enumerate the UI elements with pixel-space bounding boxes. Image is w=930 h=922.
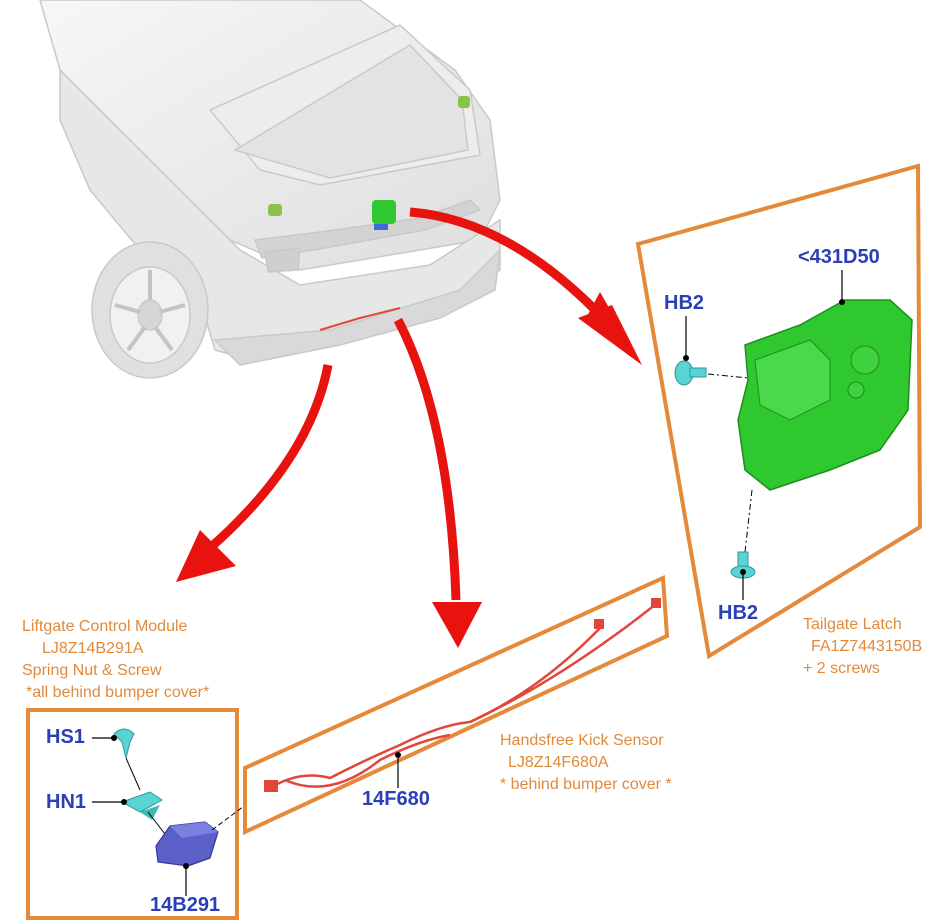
- latch-screw-bottom-dot: [740, 569, 746, 575]
- latch-screw-left-axis: [707, 373, 749, 379]
- latch-description: Tailgate Latch FA1Z7443150B + 2 screws: [803, 614, 922, 680]
- module-screw-dot: [111, 735, 117, 741]
- arrow-to-module: [176, 364, 333, 582]
- sensor-description: Handsfree Kick Sensor LJ8Z14F680A * behi…: [500, 730, 672, 796]
- module-nut-dot: [121, 799, 127, 805]
- latch-screw-left: [674, 360, 707, 386]
- module-part-number-callout: 14B291: [150, 894, 221, 916]
- module-screw-callout: HS1: [46, 726, 85, 748]
- module-nut-part: [120, 791, 163, 820]
- module-description: Liftgate Control Module LJ8Z14B291A Spri…: [22, 616, 209, 704]
- module-screw-axis: [125, 757, 141, 791]
- vehicle-side-marker-right: [458, 96, 470, 108]
- sensor-connector: [264, 780, 278, 792]
- module-frame: [26, 708, 239, 920]
- latch-screw-left-dot: [683, 355, 689, 361]
- module-nut-callout: HN1: [46, 791, 87, 813]
- module-leader-dot: [183, 863, 189, 869]
- module-to-sensor-axis: [211, 805, 245, 831]
- sensor-wire-part: [269, 603, 657, 790]
- arrow-to-latch: [409, 207, 642, 365]
- sensor-tip-1: [594, 619, 604, 629]
- latch-screw-bottom-callout: HB2: [718, 602, 759, 624]
- module-description-line3: Spring Nut & Screw: [22, 662, 162, 679]
- module-description-line4: *all behind bumper cover*: [26, 684, 210, 701]
- arrow-to-sensor: [394, 317, 482, 648]
- sensor-description-line3: * behind bumper cover *: [500, 776, 672, 793]
- latch-screw-left-callout: HB2: [664, 292, 705, 314]
- vehicle-sensor-marker: [319, 307, 401, 331]
- latch-description-line3: + 2 screws: [803, 660, 880, 677]
- module-screw-part: [113, 728, 135, 759]
- vehicle-side-marker: [268, 204, 282, 216]
- latch-part-number-callout: <431D50: [798, 246, 880, 268]
- latch-description-line1: Tailgate Latch: [803, 616, 902, 633]
- module-part: [155, 821, 219, 867]
- module-description-line1: Liftgate Control Module: [22, 618, 188, 635]
- vehicle-latch-marker: [372, 200, 396, 230]
- module-description-line2: LJ8Z14B291A: [42, 640, 144, 657]
- sensor-tip-2: [651, 598, 661, 608]
- latch-part: [737, 299, 913, 491]
- vehicle-rear-illustration: [39, 0, 502, 379]
- latch-leader-dot: [839, 299, 845, 305]
- latch-frame: [635, 163, 923, 660]
- sensor-frame: [243, 574, 670, 836]
- sensor-description-line1: Handsfree Kick Sensor: [500, 732, 664, 749]
- latch-screw-bottom-axis: [744, 489, 753, 553]
- sensor-part-number-callout: 14F680: [362, 788, 430, 810]
- sensor-description-line2: LJ8Z14F680A: [508, 754, 609, 771]
- latch-description-line2: FA1Z7443150B: [811, 638, 923, 655]
- sensor-leader-dot: [395, 752, 401, 758]
